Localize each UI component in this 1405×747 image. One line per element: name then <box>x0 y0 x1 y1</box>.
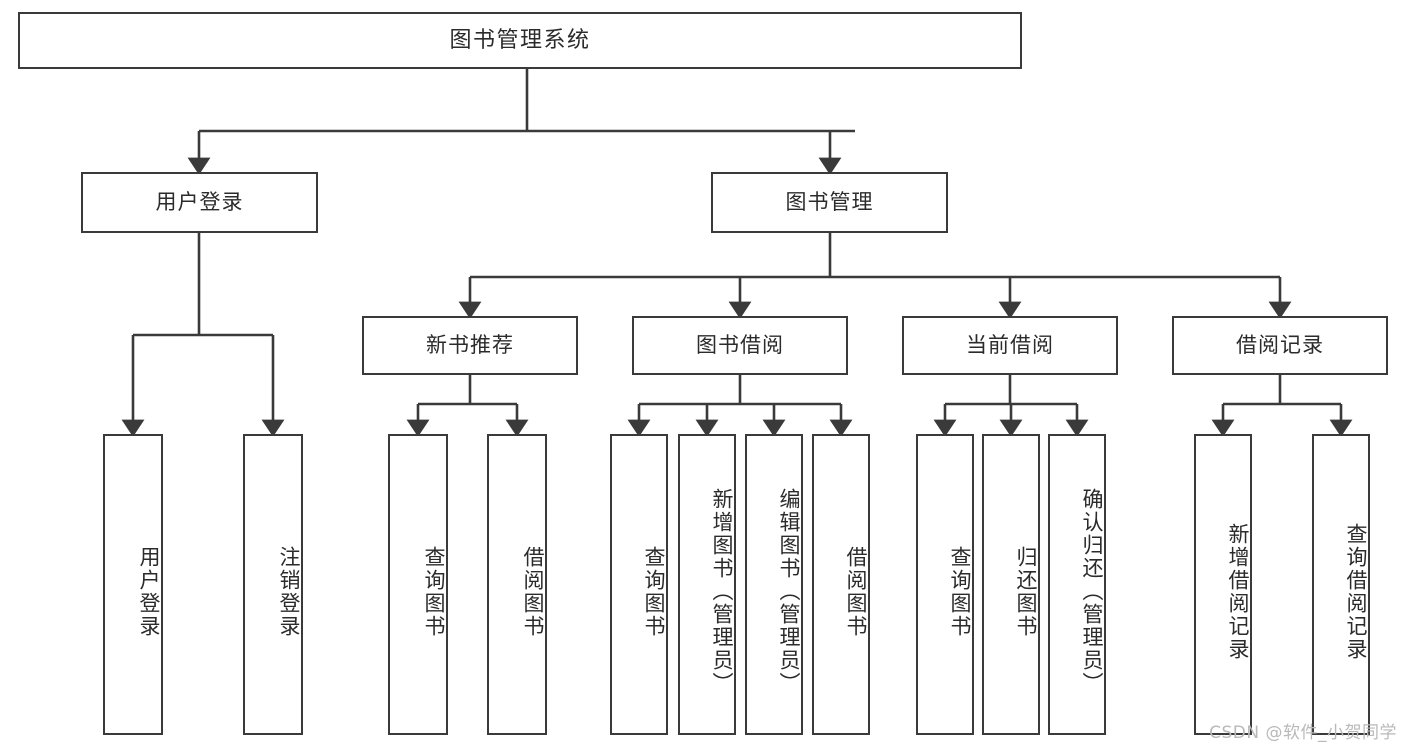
leaf-borrow-book-recommend-label: 借阅图书 <box>521 545 545 638</box>
leaf-borrow-book-label: 借阅图书 <box>844 545 868 638</box>
node-book-management[interactable]: 图书管理 <box>711 172 948 233</box>
node-root-label: 图书管理系统 <box>449 27 591 53</box>
csdn-watermark: CSDN @软件_小贺同学 <box>1209 723 1397 743</box>
leaf-borrow-book[interactable]: 借阅图书 <box>812 434 870 735</box>
leaf-query-borrow-record[interactable]: 查询借阅记录 <box>1312 434 1370 735</box>
leaf-add-book-label: 新增图书（管理员） <box>710 488 734 695</box>
leaf-logout-label: 注销登录 <box>277 545 301 638</box>
leaf-edit-book-label: 编辑图书（管理员） <box>777 488 801 695</box>
leaf-user-login-label: 用户登录 <box>137 545 161 638</box>
node-borrow-record[interactable]: 借阅记录 <box>1172 316 1388 375</box>
leaf-query-book-current-label: 查询图书 <box>948 545 972 638</box>
node-root[interactable]: 图书管理系统 <box>18 12 1022 69</box>
leaf-confirm-return[interactable]: 确认归还（管理员） <box>1048 434 1106 735</box>
leaf-logout[interactable]: 注销登录 <box>243 434 303 735</box>
node-book-borrow[interactable]: 图书借阅 <box>632 316 848 375</box>
leaf-edit-book[interactable]: 编辑图书（管理员） <box>745 434 803 735</box>
node-current-borrow[interactable]: 当前借阅 <box>902 316 1118 375</box>
leaf-return-book[interactable]: 归还图书 <box>982 434 1040 735</box>
leaf-user-login[interactable]: 用户登录 <box>103 434 163 735</box>
leaf-add-borrow-record[interactable]: 新增借阅记录 <box>1194 434 1252 735</box>
leaf-borrow-book-recommend[interactable]: 借阅图书 <box>487 434 547 735</box>
leaf-query-book-borrow-label: 查询图书 <box>642 545 666 638</box>
node-user-login[interactable]: 用户登录 <box>81 172 318 233</box>
leaf-query-borrow-record-label: 查询借阅记录 <box>1344 522 1368 661</box>
node-book-borrow-label: 图书借阅 <box>696 333 784 358</box>
node-user-login-label: 用户登录 <box>155 190 244 215</box>
node-new-book-recommend-label: 新书推荐 <box>426 333 514 358</box>
node-new-book-recommend[interactable]: 新书推荐 <box>362 316 578 375</box>
node-book-management-label: 图书管理 <box>785 190 874 215</box>
leaf-add-book[interactable]: 新增图书（管理员） <box>678 434 736 735</box>
leaf-add-borrow-record-label: 新增借阅记录 <box>1226 522 1250 661</box>
leaf-query-book-recommend-label: 查询图书 <box>422 545 446 638</box>
node-borrow-record-label: 借阅记录 <box>1236 333 1324 358</box>
leaf-confirm-return-label: 确认归还（管理员） <box>1080 488 1104 695</box>
leaf-query-book-borrow[interactable]: 查询图书 <box>610 434 668 735</box>
leaf-return-book-label: 归还图书 <box>1014 545 1038 638</box>
node-current-borrow-label: 当前借阅 <box>966 333 1054 358</box>
leaf-query-book-recommend[interactable]: 查询图书 <box>388 434 448 735</box>
leaf-query-book-current[interactable]: 查询图书 <box>916 434 974 735</box>
